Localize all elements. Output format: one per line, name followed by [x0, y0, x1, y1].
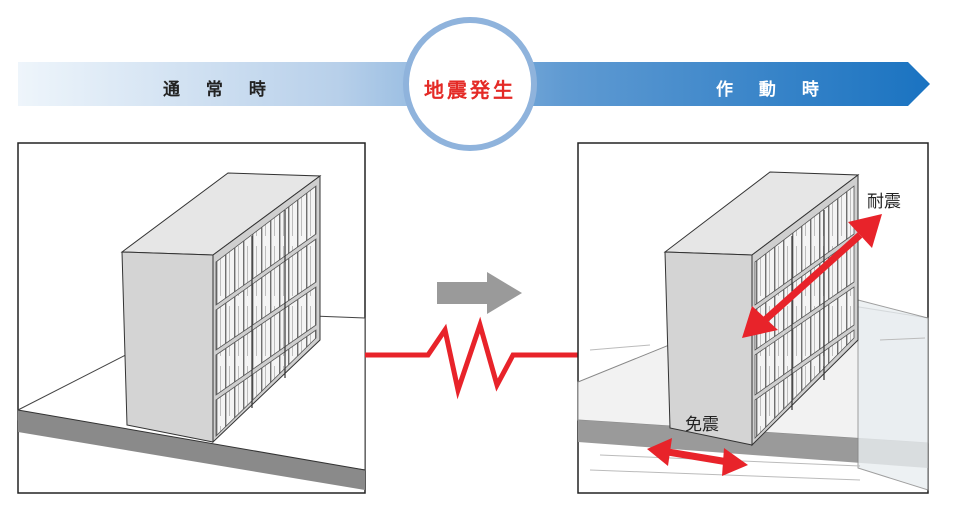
cabinet-active	[663, 171, 860, 447]
event-ring	[403, 17, 537, 151]
transition-arrow	[437, 272, 522, 314]
menshin-arrow	[647, 438, 748, 476]
seismic-wave	[365, 316, 578, 400]
active-state-label: 作 動 時	[716, 80, 829, 100]
earthquake-event-label: 地震発生	[424, 78, 516, 102]
seismic-resistant-label: 耐震	[867, 192, 901, 212]
normal-state-panel	[17, 142, 366, 494]
normal-state-label: 通 常 時	[163, 80, 276, 100]
taishin-arrow	[742, 214, 882, 338]
cabinet-normal	[120, 172, 322, 444]
seismic-isolation-label: 免震	[685, 415, 719, 435]
active-state-panel	[577, 142, 929, 494]
